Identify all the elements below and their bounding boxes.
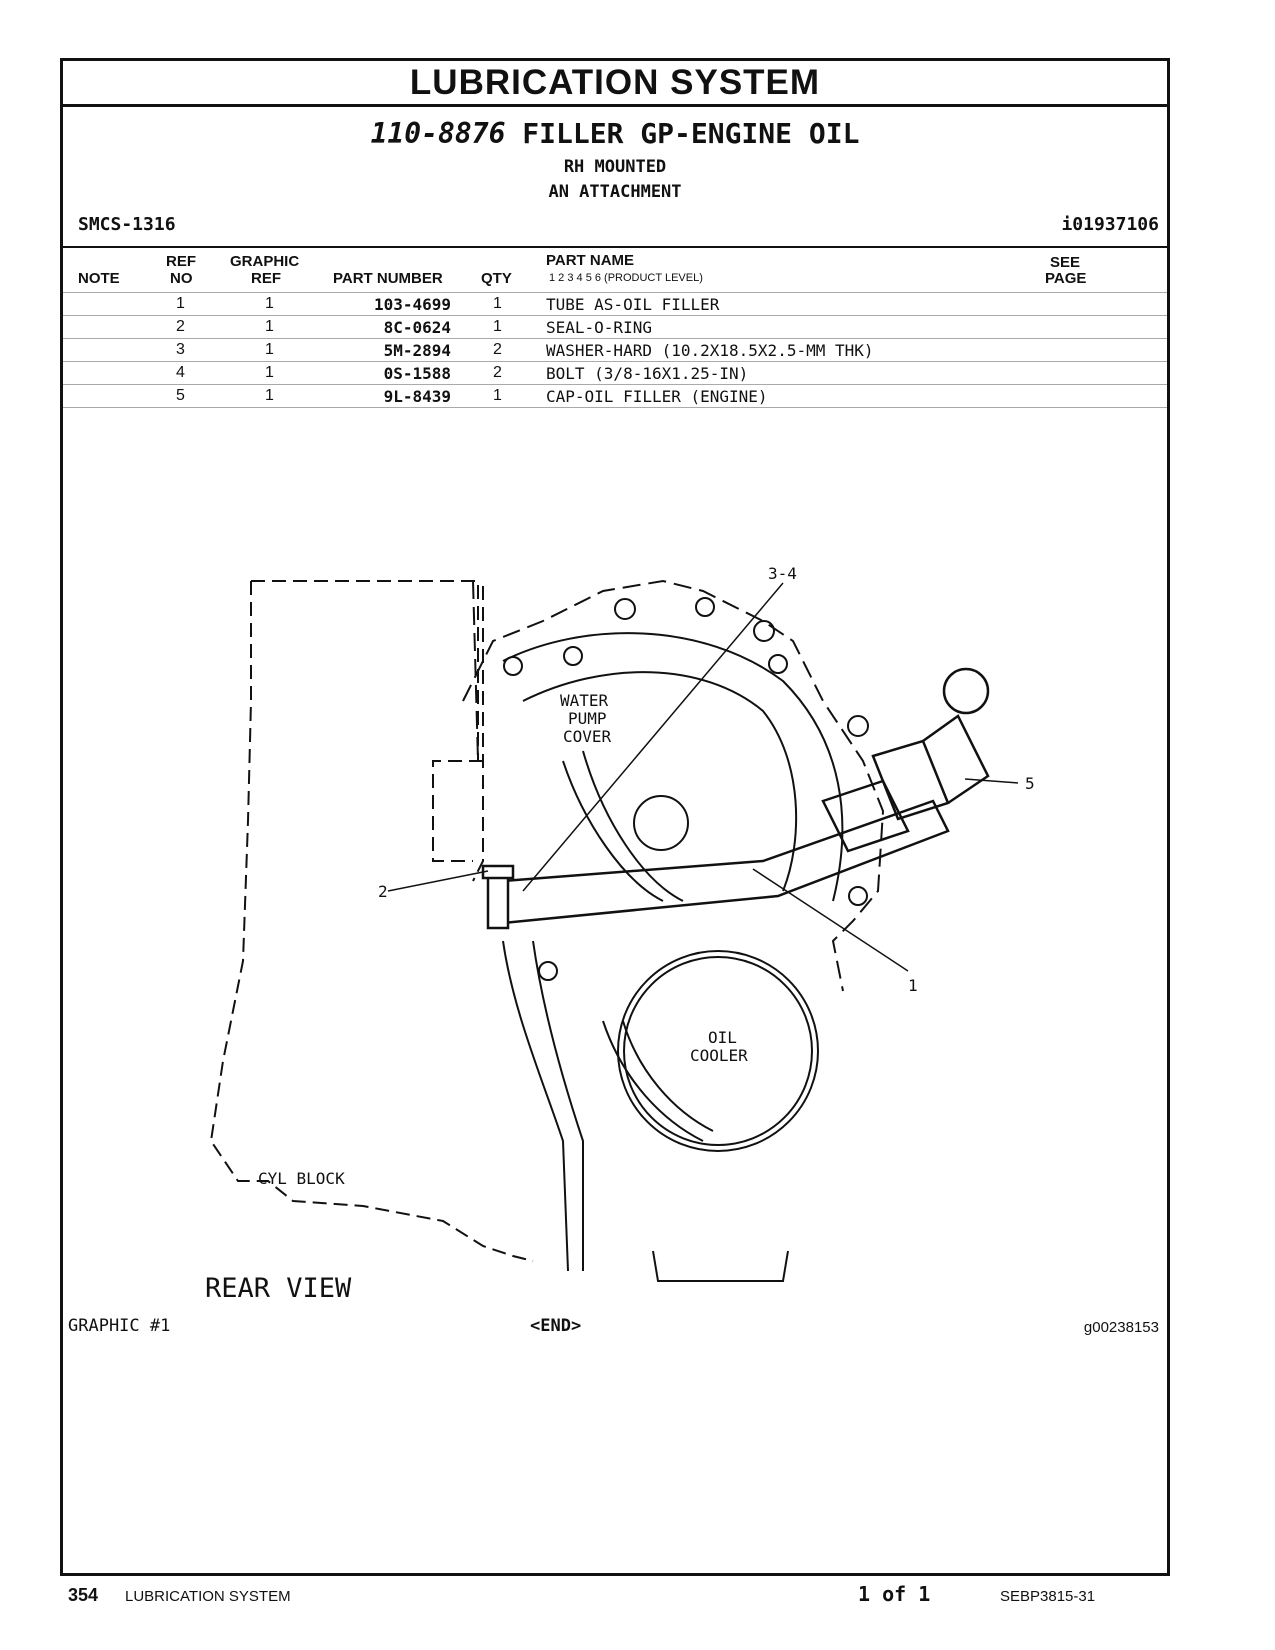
parts-table-row: 4 1 0S-1588 2 BOLT (3/8-16X1.25-IN) [63,361,1167,384]
col-ref-bottom: NO [170,270,193,287]
label-rear-view: REAR VIEW [205,1273,352,1304]
ref-number: 2 [176,318,185,335]
quantity: 1 [493,387,502,404]
group-subtitle-2: AN ATTACHMENT [548,182,682,202]
graphic-number: GRAPHIC #1 [68,1316,171,1336]
quantity: 2 [493,341,502,358]
parts-table-row: 1 1 103-4699 1 TUBE AS-OIL FILLER [63,292,1167,315]
quantity: 1 [493,295,502,312]
part-name: SEAL-O-RING [546,318,652,337]
label-cooler: COOLER [690,1046,748,1065]
leader-lines [387,582,1019,972]
col-graphic-bottom: REF [251,270,281,287]
callout-5: 5 [1025,774,1035,793]
part-number: 0S-1588 [383,364,451,383]
filler-tube-shape [481,667,990,930]
group-subtitle-1: RH MOUNTED [563,157,667,177]
col-note: NOTE [78,270,120,287]
rear-view-drawing: 3-4 5 2 1 WATER PUMP COVER OIL COOLER CY… [205,564,1035,1304]
quantity: 1 [493,318,502,335]
part-name: BOLT (3/8-16X1.25-IN) [546,364,749,383]
part-name: WASHER-HARD (10.2X18.5X2.5-MM THK) [546,341,874,360]
graphic-ref: 1 [265,364,274,381]
header-divider [63,246,1167,248]
ref-number: 1 [176,295,185,312]
parts-table-row: 3 1 5M-2894 2 WASHER-HARD (10.2X18.5X2.5-MM … [63,338,1167,361]
part-number: 9L-8439 [383,387,451,406]
label-pump: PUMP [568,709,607,728]
label-cyl-block: CYL BLOCK [258,1169,345,1188]
label-cover: COVER [563,727,612,746]
part-number: 103-4699 [373,295,451,314]
part-name: CAP-OIL FILLER (ENGINE) [546,387,768,406]
bolt-holes [503,597,869,981]
part-name: TUBE AS-OIL FILLER [546,295,720,314]
end-marker: <END> [530,1316,582,1336]
graphic-ref: 1 [265,341,274,358]
col-part-number: PART NUMBER [333,270,443,287]
col-see-bottom: PAGE [1045,270,1087,287]
housing-outline [462,579,885,1272]
callout-1: 1 [908,976,918,995]
document-id: SEBP3815-31 [1000,1588,1096,1605]
graphic-ref: 1 [265,387,274,404]
col-product-level: 1 2 3 4 5 6 (PRODUCT LEVEL) [549,272,703,284]
group-title: 110-8876 FILLER GP-ENGINE OIL [63,117,1167,150]
graphic-id: g00238153 [1083,1319,1159,1336]
page-frame: LUBRICATION SYSTEM 110-8876 FILLER GP-EN… [60,58,1170,1576]
parts-table-header: NOTE REF NO GRAPHIC REF PART NUMBER QTY … [63,250,1167,292]
page-number: 354 [68,1585,99,1605]
parts-table-row: 5 1 9L-8439 1 CAP-OIL FILLER (ENGINE) [63,384,1167,408]
page-section: LUBRICATION SYSTEM [125,1588,291,1605]
callout-2: 2 [378,882,388,901]
ref-number: 4 [176,364,185,381]
graphic-ref: 1 [265,295,274,312]
group-header: 110-8876 FILLER GP-ENGINE OIL RH MOUNTED… [63,107,1167,250]
oil-cooler-shape [617,950,819,1282]
callout-3-4: 3-4 [768,564,797,583]
page-count: 1 of 1 [858,1582,931,1606]
label-oil: OIL [708,1028,737,1047]
group-part-number: 110-8876 [370,117,506,150]
section-banner: LUBRICATION SYSTEM [63,61,1167,107]
ref-number: 3 [176,341,185,358]
col-qty: QTY [481,270,512,287]
part-number: 8C-0624 [383,318,451,337]
col-part-name: PART NAME [546,252,635,269]
col-graphic-top: GRAPHIC [230,253,300,270]
parts-table-row: 2 1 8C-0624 1 SEAL-O-RING [63,315,1167,338]
cylinder-block-outline [209,580,534,1262]
label-water: WATER [560,691,609,710]
ref-number: 5 [176,387,185,404]
quantity: 2 [493,364,502,381]
illustration-id: i01937106 [1061,214,1159,235]
smcs-code: SMCS-1316 [78,214,176,235]
group-name: FILLER GP-ENGINE OIL [522,117,860,150]
graphic-ref: 1 [265,318,274,335]
part-number: 5M-2894 [383,341,451,360]
col-see-top: SEE [1050,254,1081,271]
col-ref-top: REF [166,253,196,270]
